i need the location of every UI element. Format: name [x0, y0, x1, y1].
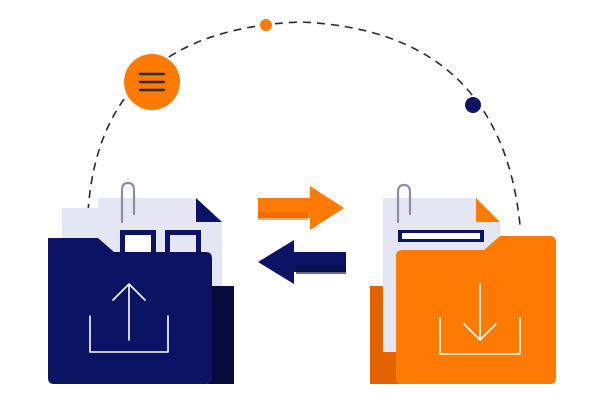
paper-clip-icon [396, 183, 412, 224]
upload-icon [89, 283, 169, 353]
folder-side-panel [208, 286, 234, 384]
upload-folder [48, 181, 234, 384]
hamburger-menu-icon [138, 72, 166, 92]
arc-dot-orange [260, 19, 272, 31]
download-icon [439, 283, 521, 355]
paper-clip-icon [120, 181, 136, 224]
arrow-left-icon [258, 240, 346, 284]
arrow-right-icon [258, 186, 344, 230]
transfer-arc [87, 21, 521, 226]
menu-badge [124, 54, 180, 110]
folder-front [48, 238, 212, 384]
arc-dot-navy [465, 97, 481, 113]
folder-front [396, 236, 556, 384]
download-folder [370, 183, 556, 384]
